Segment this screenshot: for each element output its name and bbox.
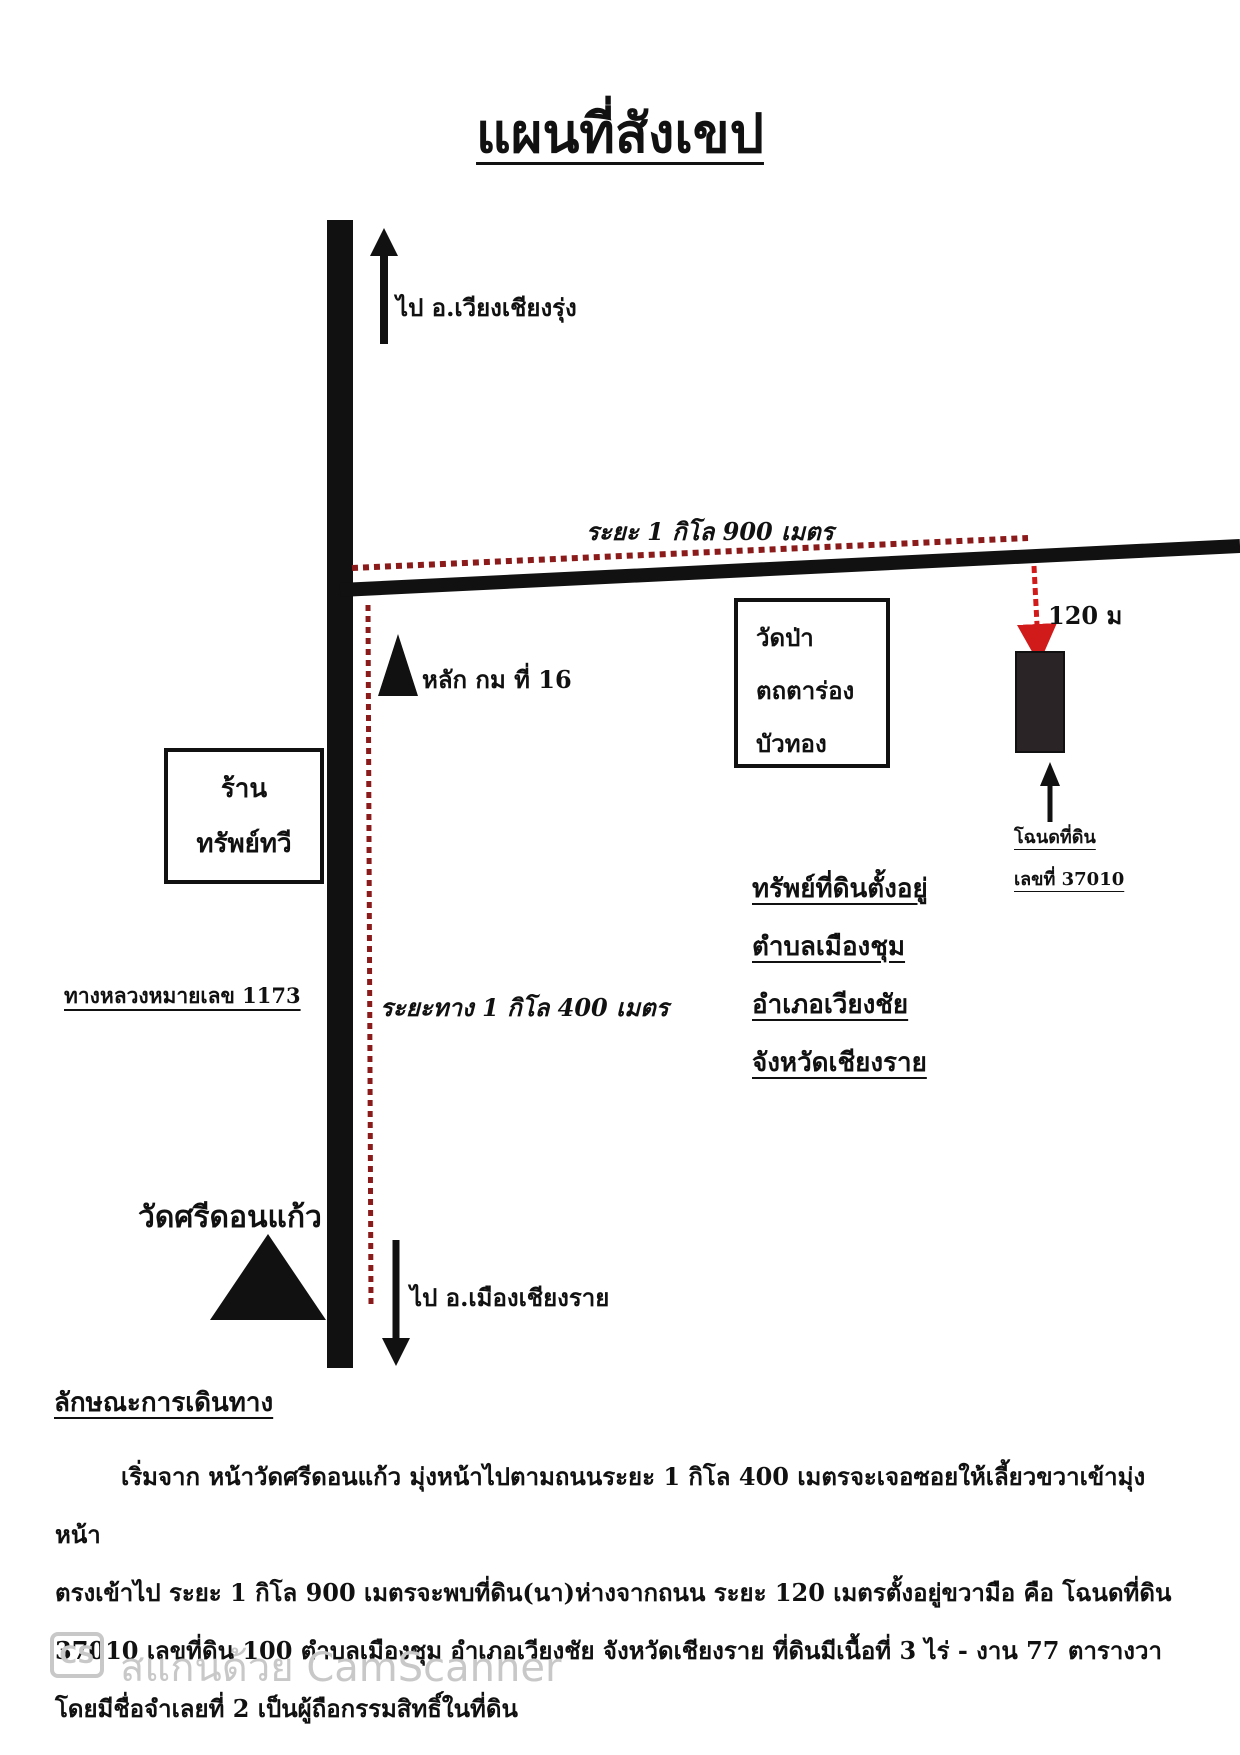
route-south-dotted — [365, 604, 374, 1306]
camscanner-watermark: สแกนด้วย CamScanner — [120, 1645, 562, 1691]
shop-name-line2: ทรัพย์ทวี — [196, 829, 292, 859]
directions-heading: ลักษณะการเดินทาง — [54, 1388, 274, 1418]
shop-box: ร้าน ทรัพย์ทวี — [164, 748, 324, 884]
location-line4: จังหวัดเชียงราย — [752, 1048, 927, 1078]
highway-road — [327, 220, 353, 1368]
temple-north-line1: วัดป่า — [756, 623, 814, 652]
shop-name-line1: ร้าน — [220, 774, 268, 804]
directions-line2: ตรงเข้าไป ระยะ 1 กิโล 900 เมตรจะพบที่ดิน… — [55, 1578, 1172, 1607]
camscanner-logo-icon: CS — [50, 1632, 104, 1678]
location-line1: ทรัพย์ที่ดินตั้งอยู่ — [752, 874, 928, 904]
offroad-distance-label: 120 ม — [1048, 601, 1123, 630]
directions-line3: 37010 เลขที่ดิน 100 ตำบลเมืองชุม อำเภอเว… — [55, 1636, 1162, 1665]
directions-line4: โดยมีชื่อจำเลยที่ 2 เป็นผู้ถือกรรมสิทธิ์… — [55, 1694, 518, 1723]
temple-north-box: วัดป่า ตถตาร่อง บัวทอง — [734, 598, 890, 768]
south-direction-label: ไป อ.เมืองเชียงราย — [410, 1283, 610, 1312]
south-distance-label: ระยะทาง 1 กิโล 400 เมตร — [380, 993, 669, 1022]
location-line3: อำเภอเวียงชัย — [752, 990, 909, 1020]
arrow-down-icon — [382, 1240, 410, 1366]
arrow-to-plot — [1017, 565, 1057, 664]
temple-triangle-icon — [210, 1234, 326, 1320]
temple-north-line3: บัวทอง — [756, 729, 827, 758]
plot-pointer-arrow-icon — [1040, 762, 1060, 822]
highway-label: ทางหลวงหมายเลข 1173 — [64, 983, 301, 1008]
land-plot-icon — [1015, 651, 1065, 753]
temple-north-line2: ตถตาร่อง — [756, 676, 855, 705]
arrow-up-icon — [370, 228, 398, 344]
page-title: แผนที่สังเขป — [476, 101, 764, 165]
route-east-dotted — [351, 535, 1029, 571]
directions-line1: เริ่มจาก หน้าวัดศรีดอนแก้ว มุ่งหน้าไปตาม… — [55, 1462, 1146, 1549]
land-title-line1: โฉนดที่ดิน — [1014, 827, 1096, 848]
side-road — [339, 539, 1240, 597]
directions-paragraph: เริ่มจาก หน้าวัดศรีดอนแก้ว มุ่งหน้าไปตาม… — [55, 1448, 1185, 1738]
temple-south-label: วัดศรีดอนแก้ว — [138, 1200, 322, 1235]
east-distance-label: ระยะ 1 กิโล 900 เมตร — [586, 517, 834, 546]
location-line2: ตำบลเมืองชุม — [752, 932, 906, 962]
km-marker-label: หลัก กม ที่ 16 — [422, 665, 572, 694]
km-marker-triangle-icon — [378, 634, 418, 696]
land-title-line2: เลขที่ 37010 — [1014, 869, 1125, 890]
north-direction-label: ไป อ.เวียงเชียงรุ่ง — [396, 293, 577, 322]
